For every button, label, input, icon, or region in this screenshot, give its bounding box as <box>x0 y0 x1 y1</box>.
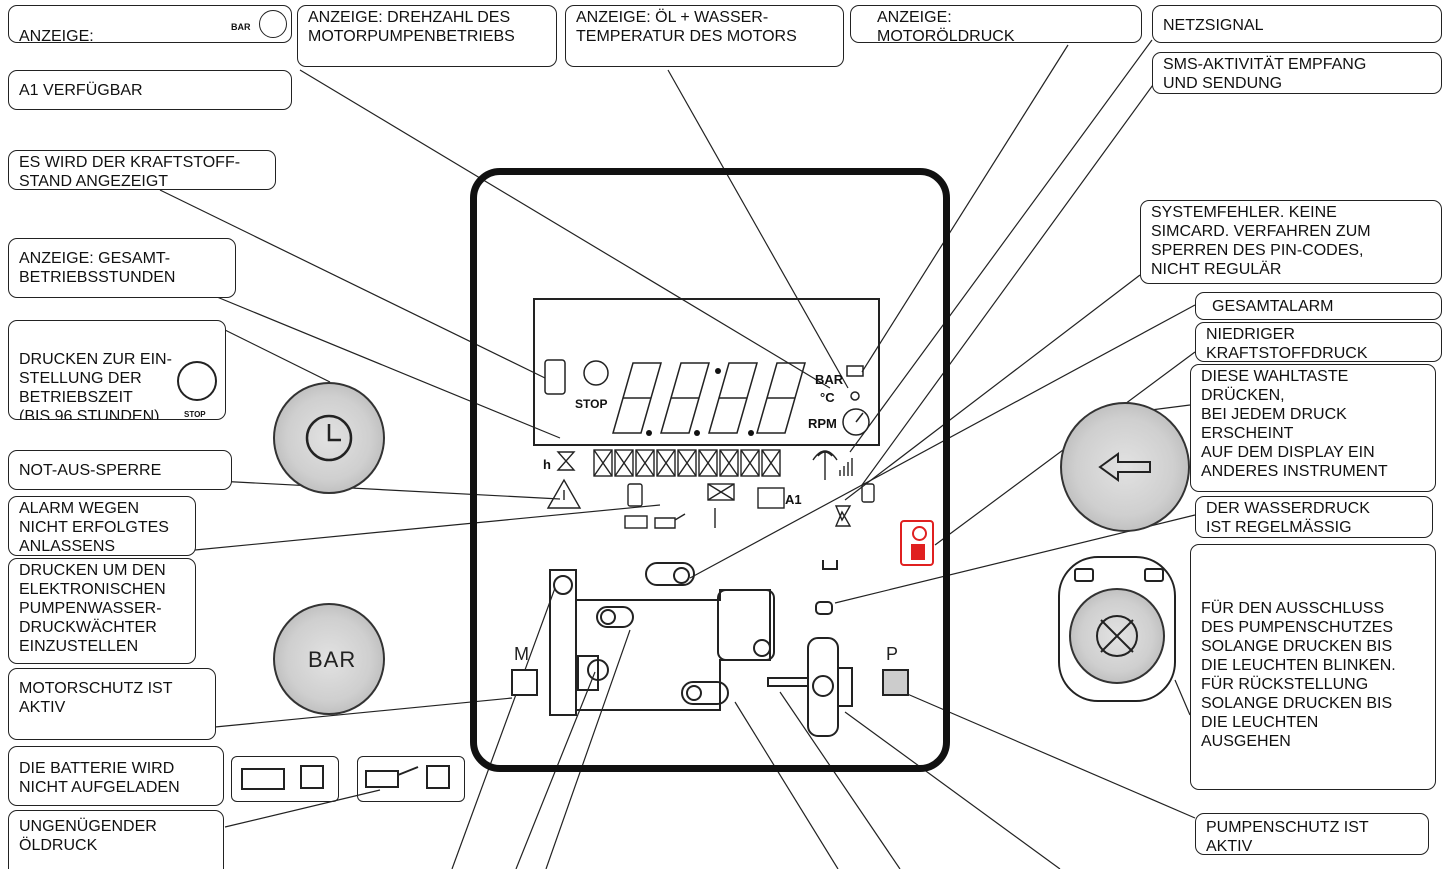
battery-lamp-box <box>231 756 339 802</box>
label-system-error: SYSTEMFEHLER. KEINE SIMCARD. VERFAHREN Z… <box>1140 200 1442 284</box>
label-pump-protection-active: PUMPENSCHUTZ IST AKTIV <box>1195 813 1429 855</box>
motor-letter: M <box>514 644 530 664</box>
motor-protection-lamp <box>511 669 538 696</box>
display-bar-label: BAR <box>815 372 844 387</box>
label-pump-water-pressure: ANZEIGE: PUMPENWASSERDRUCK BAR <box>8 5 292 43</box>
battery-lamp-icon <box>241 768 285 790</box>
oil-lamp-box <box>357 756 465 802</box>
signal-bars-icon <box>839 458 853 476</box>
alphanumeric-segments <box>593 449 781 477</box>
label-oil-water-temperature: ANZEIGE: ÖL + WASSER- TEMPERATUR DES MOT… <box>565 5 844 67</box>
select-instrument-button[interactable] <box>1060 402 1190 532</box>
label-a1-available: A1 VERFÜGBAR <box>8 70 292 110</box>
pump-protection-lamp <box>882 669 909 696</box>
label-rpm-display: ANZEIGE: DREHZAHL DES MOTORPUMPENBETRIEB… <box>297 5 557 67</box>
label-engine-oil-pressure: ANZEIGE: MOTORÖLDRUCK <box>850 5 1142 43</box>
clock-button-icon <box>305 414 353 462</box>
thermometer-icon <box>850 391 860 401</box>
sim-error-icon <box>834 505 852 527</box>
display-stop-label: STOP <box>575 397 608 411</box>
label-battery-not-charging: DIE BATTERIE WIRD NICHT AUFGELADEN <box>8 746 224 806</box>
bar-icon-label: BAR <box>231 22 251 32</box>
clock-icon <box>583 360 609 386</box>
pump-letter: P <box>886 644 900 664</box>
warning-triangle-icon <box>546 478 582 509</box>
general-alarm-lamp <box>900 520 934 566</box>
simcard-icon <box>861 483 875 503</box>
pump-crossed-button-icon <box>1096 615 1138 657</box>
label-failed-start-alarm: ALARM WEGEN NICHT ERFOLGTES ANLASSENS <box>8 496 196 556</box>
oil-pressure-lamp <box>426 765 450 789</box>
display-a1-label: A1 <box>785 492 802 507</box>
pump-crossed-icon <box>707 483 735 501</box>
hourglass-icon <box>556 451 576 471</box>
gauge-icon <box>259 10 287 38</box>
control-panel-frame <box>470 168 950 772</box>
oil-lamp <box>681 681 729 705</box>
label-total-operating-hours: ANZEIGE: GESAMT- BETRIEBSSTUNDEN <box>8 238 236 298</box>
pump-protection-button[interactable] <box>1069 588 1165 684</box>
battery-lamp <box>300 765 324 789</box>
label-insufficient-oil-pressure: UNGENÜGENDER ÖLDRUCK <box>8 810 224 869</box>
oil-can-lamp-icon <box>365 766 419 788</box>
label-fuel-level: ES WIRD DER KRAFTSTOFF- STAND ANGEZEIGT <box>8 150 276 190</box>
motor-icon <box>577 655 599 691</box>
label-water-pressure-regular: DER WASSERDRUCK IST REGELMÄSSIG <box>1195 496 1433 538</box>
clock-stop-icon <box>177 361 217 401</box>
pump-body-icon <box>807 637 839 737</box>
status-icon-row <box>546 449 875 529</box>
operating-time-button[interactable] <box>273 382 385 494</box>
lcd-segments <box>544 359 870 436</box>
oil-can-icon <box>846 365 864 377</box>
display-rpm-label: RPM <box>808 416 837 431</box>
rpm-gauge-icon <box>842 408 870 436</box>
label-sms-activity: SMS-AKTIVITÄT EMPFANG UND SENDUNG <box>1152 52 1442 94</box>
lcd-display <box>533 298 880 446</box>
label-emergency-stop-lock: NOT-AUS-SPERRE <box>8 450 232 490</box>
label-general-alarm: GESAMTALARM <box>1195 292 1442 320</box>
bar-button-label: BAR <box>308 647 357 672</box>
label-pressure-switch-setting: DRUCKEN UM DEN ELEKTRONISCHEN PUMPENWASS… <box>8 558 196 664</box>
fuel-level-icon <box>544 359 566 395</box>
display-hours-label: h <box>543 457 551 472</box>
label-network-signal: NETZSIGNAL <box>1152 5 1442 43</box>
bar-setting-button[interactable]: BAR <box>273 603 385 715</box>
stop-icon-label: STOP <box>184 410 206 419</box>
oil-can-small-icon <box>654 513 686 529</box>
battery-icon <box>624 515 648 529</box>
label-select-instrument: DIESE WAHLTASTE DRÜCKEN, BEI JEDEM DRUCK… <box>1190 364 1436 492</box>
label-low-fuel-pressure: NIEDRIGER KRAFTSTOFFDRUCK <box>1195 322 1442 362</box>
water-tank-icon <box>757 487 785 509</box>
motor-pump-schematic <box>549 560 853 737</box>
arrow-left-icon <box>1098 452 1151 482</box>
emergency-stop-lamp <box>645 562 695 586</box>
antenna-icon <box>812 450 838 480</box>
label-pump-protection-exclusion: FÜR DEN AUSSCHLUSS DES PUMPENSCHUTZES SO… <box>1190 544 1436 790</box>
display-celsius-label: °C <box>820 390 835 405</box>
label-operating-time-setting: DRUCKEN ZUR EIN- STELLUNG DER BETRIEBSZE… <box>8 320 226 420</box>
fuel-pump-icon <box>627 483 643 507</box>
label-motor-protection-active: MOTORSCHUTZ IST AKTIV <box>8 668 216 740</box>
